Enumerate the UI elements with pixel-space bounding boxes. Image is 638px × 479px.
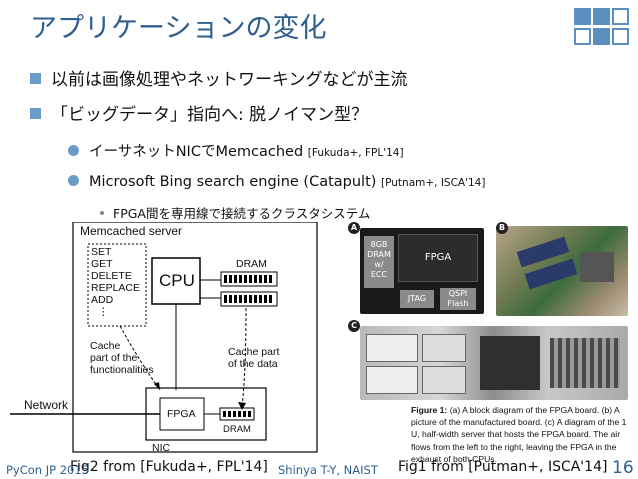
cache-left-line3: functionalities xyxy=(90,364,154,376)
label-b: B xyxy=(496,222,508,234)
block-diagram-image: 8GB DRAM w/ ECC FPGA JTAG QSPI Flash xyxy=(360,228,484,314)
command-set: SET xyxy=(91,246,112,258)
label-a: A xyxy=(348,222,360,234)
bullet-level2-memcached: イーサネットNICでMemcached [Fukuda+, FPL'14] xyxy=(68,140,404,161)
jtag-block: JTAG xyxy=(400,290,434,308)
round-bullet-icon xyxy=(68,145,79,156)
small-bullet-icon xyxy=(100,211,104,215)
figure-caption-text: Figure 1: (a) A block diagram of the FPG… xyxy=(411,405,627,464)
command-get: GET xyxy=(91,258,113,270)
nic-label: NIC xyxy=(152,442,171,454)
cache-right-line1: Cache part xyxy=(228,346,280,358)
bullet-level1-big-data: 「ビッグデータ」指向へ: 脱ノイマン型？ xyxy=(30,100,368,125)
dram-block: 8GB DRAM w/ ECC xyxy=(364,236,394,288)
fpga-label: FPGA xyxy=(167,408,196,420)
command-add: ADD xyxy=(91,294,114,306)
footer-event: PyCon JP 2015 xyxy=(6,463,89,477)
label-c: C xyxy=(348,320,360,332)
dram-top-label: DRAM xyxy=(236,258,267,270)
footer-author: Shinya T-Y, NAIST xyxy=(278,463,378,477)
memcached-diagram: Memcached server SET GET DELETE REPLACE … xyxy=(10,222,340,458)
page-number: 16 xyxy=(612,458,634,478)
square-bullet-icon xyxy=(30,108,41,119)
command-more: ⋮ xyxy=(98,306,109,318)
dram-bottom-label: DRAM xyxy=(223,424,251,435)
server-label: Memcached server xyxy=(80,224,183,238)
logo-squares-icon xyxy=(574,8,630,58)
board-photo xyxy=(496,226,628,316)
cache-right-line2: of the data xyxy=(228,358,278,370)
network-label: Network xyxy=(24,398,69,412)
right-figure-caption: Fig1 from [Putman+, ISCA'14] xyxy=(398,459,608,475)
bullet-level1-image-processing: 以前は画像処理やネットワーキングなどが主流 xyxy=(30,65,408,90)
bullet-level2-bing: Microsoft Bing search engine (Catapult) … xyxy=(68,174,485,190)
cache-left-line2: part of the xyxy=(90,352,138,364)
cache-left-line1: Cache xyxy=(90,340,121,352)
slide-title: アプリケーションの変化 xyxy=(30,13,327,44)
cpu-label: CPU xyxy=(159,271,195,290)
bullet-level3-fpga-cluster: FPGA間を専用線で接続するクラスタシステム xyxy=(100,203,370,222)
qspi-block: QSPI Flash xyxy=(440,288,476,310)
fpga-block: FPGA xyxy=(398,234,478,282)
server-photo xyxy=(360,326,628,400)
round-bullet-icon xyxy=(68,175,79,186)
left-figure-caption: Fig2 from [Fukuda+, FPL'14] xyxy=(70,459,268,475)
square-bullet-icon xyxy=(30,73,41,84)
catapult-figure: 8GB DRAM w/ ECC FPGA JTAG QSPI Flash A B… xyxy=(346,222,630,400)
command-replace: REPLACE xyxy=(91,282,141,294)
command-delete: DELETE xyxy=(91,270,132,282)
